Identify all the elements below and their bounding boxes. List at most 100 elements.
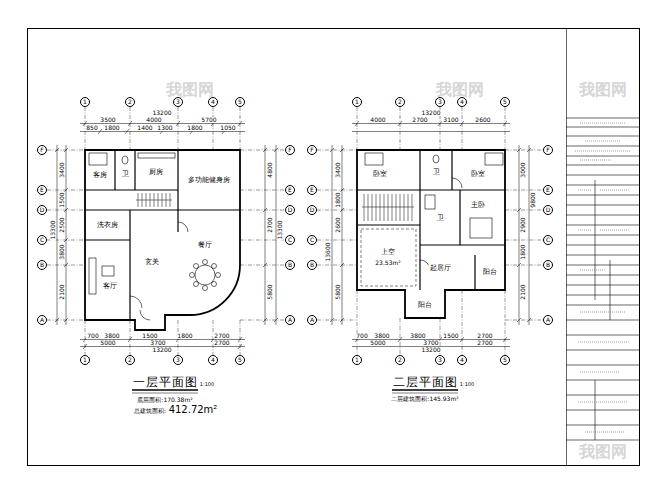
axis-bubble: 2	[125, 355, 135, 365]
axis-bubble: 1	[352, 355, 362, 365]
axis-number: F	[40, 147, 43, 153]
dimension-text: 850	[85, 125, 98, 131]
axis-bubble: D	[543, 205, 553, 215]
axis-number: 4	[211, 357, 215, 363]
watermark: 我图网	[578, 82, 628, 98]
axis-bubble: A	[37, 315, 47, 325]
plan-title: 一层平面图	[132, 376, 199, 388]
axis-number: C	[310, 237, 314, 243]
dimension-text: 3700	[149, 340, 166, 346]
axis-number: 2	[128, 357, 132, 363]
dimension-text: 5000	[99, 340, 116, 346]
watermark: 我图网	[578, 444, 628, 460]
room-name: 上空	[380, 249, 396, 256]
dimension-text: 13200	[420, 347, 441, 353]
dimension-text: 13600	[325, 241, 331, 262]
axis-number: 1	[83, 99, 87, 105]
room-name: 阳台	[417, 302, 433, 309]
axis-bubble: C	[37, 235, 47, 245]
axis-bubble: 1	[80, 355, 90, 365]
area-value: 412.72m²	[168, 405, 219, 415]
dimension-text: 4000	[145, 117, 162, 123]
axis-bubble: 5	[235, 355, 245, 365]
room-name: 卫	[121, 171, 130, 178]
dimension-text: 1800	[103, 125, 120, 131]
room-name: 阳台	[482, 269, 498, 276]
axis-bubble: 1	[352, 97, 362, 107]
room-name: 厨房	[148, 169, 164, 176]
axis-number: D	[40, 207, 45, 213]
room-name: 多功能健身房	[187, 177, 231, 184]
axis-bubble: E	[285, 185, 295, 195]
axis-bubble: F	[543, 145, 553, 155]
dimension-text: 1800	[520, 243, 526, 260]
axis-bubble: 4	[208, 355, 218, 365]
axis-number: F	[288, 147, 291, 153]
dimension-text: 1050	[219, 125, 236, 131]
axis-number: 2	[398, 357, 402, 363]
scale-text: 1:100	[459, 382, 475, 387]
axis-number: 4	[211, 99, 215, 105]
axis-bubble: F	[307, 145, 317, 155]
axis-bubble: 2	[125, 97, 135, 107]
watermark: 我图网	[435, 82, 485, 98]
axis-number: 3	[176, 99, 180, 105]
area-note: 底层面积:170.38m²	[136, 397, 193, 403]
axis-bubble: C	[307, 235, 317, 245]
dimension-text: 2700	[476, 340, 493, 346]
axis-number: 2	[128, 99, 132, 105]
scale-text: 1:100	[199, 382, 215, 387]
axis-number: 5	[238, 99, 242, 105]
axis-number: B	[546, 262, 550, 268]
axis-bubble: B	[543, 260, 553, 270]
dimension-text: 4000	[369, 117, 386, 123]
axis-number: F	[310, 147, 313, 153]
axis-number: D	[288, 207, 293, 213]
axis-bubble: C	[285, 235, 295, 245]
watermark: 我图网	[165, 82, 215, 98]
room-name: 玄关	[144, 259, 160, 266]
dimension-text: 3100	[442, 117, 459, 123]
dimension-text: 3800	[59, 243, 65, 260]
dimension-text: 2500	[59, 216, 65, 233]
axis-bubble: 4	[457, 97, 467, 107]
axis-number: D	[546, 207, 551, 213]
axis-number: A	[310, 317, 314, 323]
axis-number: 1	[355, 357, 359, 363]
dimension-text: 3800	[409, 333, 426, 339]
area-note: 二层建筑面积:145.93m²	[390, 396, 459, 402]
axis-number: F	[546, 147, 549, 153]
axis-number: 5	[503, 99, 507, 105]
axis-number: C	[546, 237, 550, 243]
dimension-text: 5000	[369, 340, 386, 346]
dimension-text: 3700	[422, 340, 439, 346]
axis-number: B	[288, 262, 292, 268]
axis-bubble: A	[307, 315, 317, 325]
dimension-text: 3800	[373, 333, 390, 339]
axis-number: A	[546, 317, 550, 323]
axis-bubble: 4	[208, 97, 218, 107]
axis-number: D	[310, 207, 315, 213]
room-name: 卧室	[372, 171, 388, 178]
dimension-text: 2600	[335, 216, 341, 233]
axis-number: B	[310, 262, 314, 268]
dimension-text: 13300	[277, 219, 283, 240]
dimension-text: 2900	[520, 216, 526, 233]
dimension-text: 13300	[50, 219, 56, 240]
axis-bubble: E	[543, 185, 553, 195]
room-name: 卧室	[470, 171, 486, 178]
axis-number: C	[288, 237, 292, 243]
axis-number: E	[40, 187, 44, 193]
axis-bubble: 2	[395, 355, 405, 365]
room-name: 卫	[432, 169, 441, 176]
axis-number: E	[288, 187, 292, 193]
dimension-text: 1500	[59, 191, 65, 208]
axis-number: 3	[438, 99, 442, 105]
dimension-text: 2700	[213, 333, 230, 339]
axis-bubble: C	[543, 235, 553, 245]
dimension-text: 2700	[213, 340, 230, 346]
axis-bubble: E	[307, 185, 317, 195]
room-name: 餐厅	[197, 242, 213, 249]
axis-number: 1	[355, 99, 359, 105]
axis-bubble: 3	[173, 355, 183, 365]
